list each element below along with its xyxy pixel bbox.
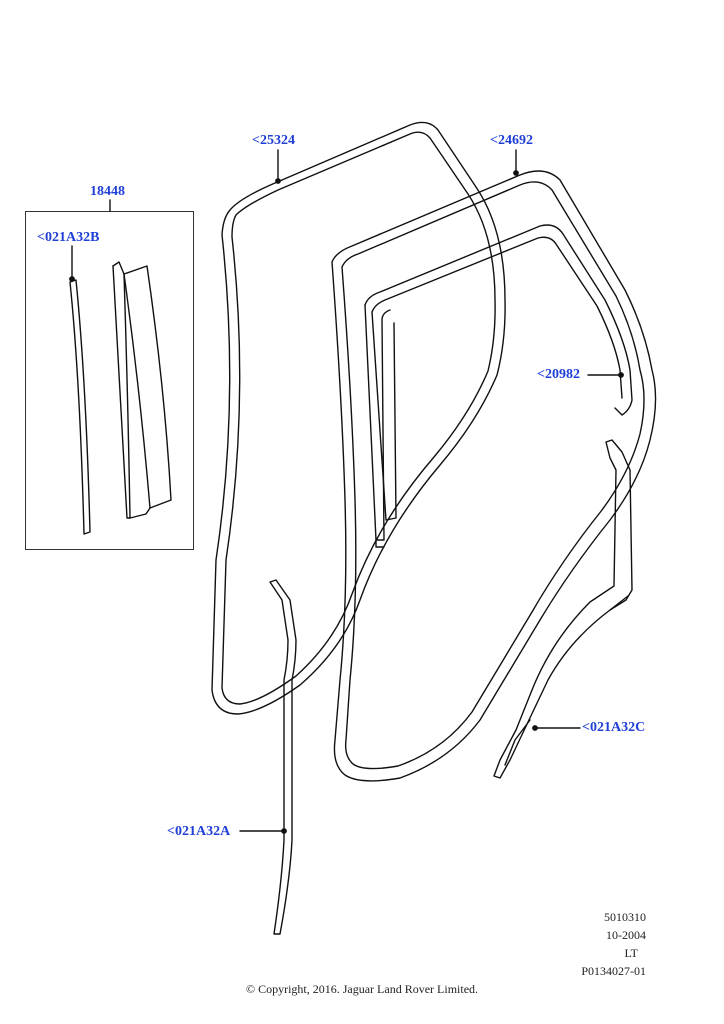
ref-line-2: 10-2004	[606, 928, 646, 942]
ref-line-4: P0134027-01	[581, 964, 646, 978]
part-24692-seal	[331, 170, 657, 782]
part-021A32A-strip	[269, 579, 297, 935]
part-021A32C-finisher	[493, 439, 633, 779]
part-021A32B-strip	[69, 279, 91, 535]
label-021A32C[interactable]: <021A32C	[582, 720, 646, 735]
label-021A32A[interactable]: <021A32A	[167, 824, 231, 839]
part-applique-panel	[112, 261, 172, 519]
copyright-text: © Copyright, 2016. Jaguar Land Rover Lim…	[245, 982, 479, 996]
inset-frame	[25, 211, 194, 550]
label-20982[interactable]: <20982	[537, 367, 580, 382]
label-18448[interactable]: 18448	[90, 184, 125, 199]
ref-line-1: 5010310	[604, 910, 646, 924]
label-24692[interactable]: <24692	[490, 133, 533, 148]
part-20982-channel	[364, 224, 633, 548]
ref-line-3: LT	[624, 946, 638, 960]
label-25324[interactable]: <25324	[252, 133, 295, 148]
part-25324-seal	[211, 121, 506, 715]
label-021A32B[interactable]: <021A32B	[37, 230, 100, 245]
